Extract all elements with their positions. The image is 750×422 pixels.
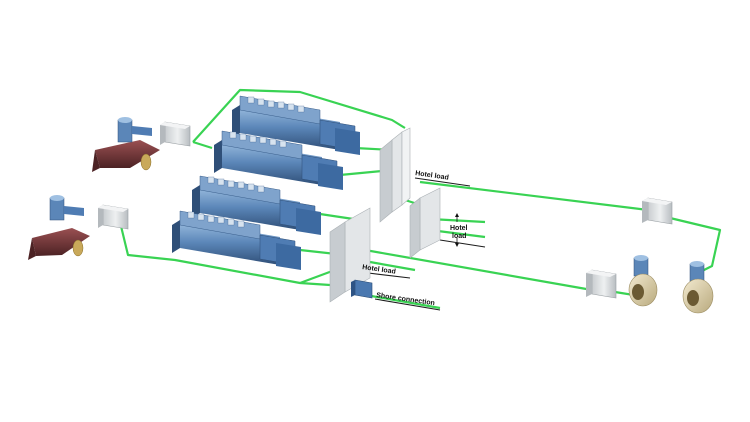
azimuth-thruster-lower (28, 195, 90, 260)
converter-cabinet-top-left (160, 121, 191, 147)
pod-thruster-right (682, 261, 714, 314)
pod-thruster-left (628, 255, 658, 307)
converter-cabinet-right (642, 197, 673, 225)
switchboard-upper (379, 127, 411, 223)
hotel-load-label-middle-line1: Hotel (450, 225, 468, 232)
generator-set-4 (172, 210, 301, 270)
switchboard-middle (409, 187, 441, 259)
hotel-load-label-upper: Hotel load (415, 170, 449, 182)
converter-cabinet-bottom-left (98, 204, 129, 230)
shore-connection-box-icon (351, 279, 373, 299)
hotel-load-arrows (455, 213, 459, 247)
azimuth-thruster-upper (92, 117, 160, 172)
hotel-load-label-lower: Hotel load (362, 264, 396, 276)
hotel-load-label-middle-line2: load (452, 233, 466, 240)
generator-set-3 (192, 175, 321, 235)
shore-connection-label: Shore connection (376, 292, 436, 307)
converter-cabinet-middle (586, 269, 617, 299)
hotel-load-lines (359, 177, 486, 311)
generator-set-1 (232, 95, 360, 155)
generator-set-2 (214, 130, 343, 190)
switchboard-lower (329, 207, 371, 303)
